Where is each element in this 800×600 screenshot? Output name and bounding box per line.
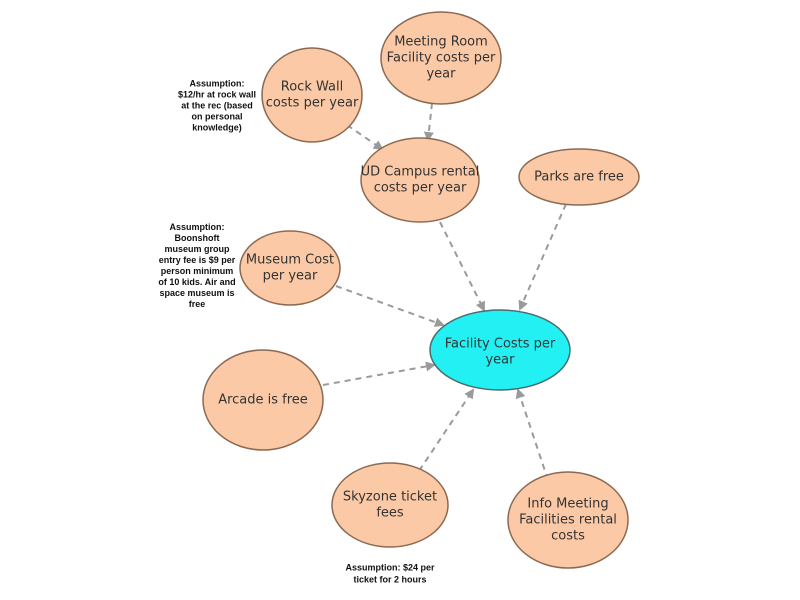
note-skyzone-assumption-line: Assumption: $24 per xyxy=(345,562,435,572)
node-meeting-room-shape xyxy=(380,11,502,105)
arrow-rock-wall-to-ud-campus xyxy=(346,124,384,151)
note-skyzone-assumption-label: Assumption: $24 per ticket for 2 hours xyxy=(345,562,435,584)
node-ud-campus-line: costs per year xyxy=(374,181,467,196)
node-museum-line: Museum Cost xyxy=(246,253,334,268)
note-museum-assumption-line: of 10 kids. Air and xyxy=(158,277,235,287)
node-museum-line: per year xyxy=(263,269,318,284)
node-parks[interactable]: Parks are free xyxy=(518,148,640,206)
node-meeting-room-line: year xyxy=(426,67,456,82)
note-rock-wall-assumption-line: at the rec (based xyxy=(181,100,253,110)
node-rock-wall-line: costs per year xyxy=(266,96,359,111)
arrow-arcade-to-facility-costs xyxy=(322,361,436,386)
node-facility-costs-per-year-line: Facility Costs per xyxy=(445,337,556,352)
connections xyxy=(322,102,567,481)
arrow-museum-to-facility-costs xyxy=(335,285,445,327)
note-rock-wall-assumption-line: Assumption: xyxy=(190,78,245,88)
node-museum-shape xyxy=(239,230,341,306)
note-museum-assumption-line: Assumption: xyxy=(170,222,225,232)
arrow-parks-to-facility-costs xyxy=(518,203,567,311)
note-rock-wall-assumption-line: $12/hr at rock wall xyxy=(178,89,256,99)
node-meeting-room-line: Meeting Room xyxy=(394,35,488,50)
node-skyzone-shape xyxy=(331,462,449,548)
node-info-meeting-line: Facilities rental xyxy=(519,513,617,528)
node-facility-costs-per-year-shape xyxy=(429,309,571,391)
note-rock-wall-assumption-line: knowledge) xyxy=(192,122,242,132)
arrow-info-meeting-to-facility-costs xyxy=(515,388,549,481)
node-parks-shape xyxy=(518,148,640,206)
note-museum-assumption-line: person minimum xyxy=(161,266,234,276)
node-ud-campus-line: UD Campus rental xyxy=(361,165,480,180)
note-museum-assumption-line: museum group xyxy=(164,244,230,254)
note-rock-wall-assumption-line: on personal xyxy=(191,111,242,121)
note-museum-assumption-line: entry fee is $9 per xyxy=(159,255,236,265)
arrow-skyzone-to-facility-costs xyxy=(412,388,475,481)
note-skyzone-assumption: Assumption: $24 per ticket for 2 hours xyxy=(345,562,435,584)
node-arcade-shape xyxy=(202,349,324,451)
node-rock-wall-shape xyxy=(261,47,363,143)
node-arcade-label: Arcade is free xyxy=(218,393,308,408)
arrow-ud-campus-to-facility-costs xyxy=(439,221,485,312)
arrow-meeting-room-to-ud-campus xyxy=(423,102,434,142)
node-arcade[interactable]: Arcade is free xyxy=(202,349,324,451)
note-museum-assumption-line: Boonshoft xyxy=(175,233,220,243)
node-info-meeting-line: Info Meeting xyxy=(527,497,608,512)
note-museum-assumption-line: free xyxy=(189,299,206,309)
node-facility-costs-per-year-line: year xyxy=(485,353,515,368)
node-meeting-room-line: Facility costs per xyxy=(387,51,496,66)
node-parks-label: Parks are free xyxy=(534,170,624,185)
node-info-meeting-shape xyxy=(507,471,629,569)
node-info-meeting-line: costs xyxy=(551,529,585,544)
node-arcade-line: Arcade is free xyxy=(218,393,308,408)
node-ud-campus-shape xyxy=(360,137,480,223)
note-skyzone-assumption-line: ticket for 2 hours xyxy=(353,574,426,584)
note-museum-assumption-line: space museum is xyxy=(159,288,234,298)
node-rock-wall-line: Rock Wall xyxy=(281,80,343,95)
node-parks-line: Parks are free xyxy=(534,170,624,185)
node-skyzone-line: Skyzone ticket xyxy=(343,490,437,505)
node-skyzone-line: fees xyxy=(376,506,404,521)
